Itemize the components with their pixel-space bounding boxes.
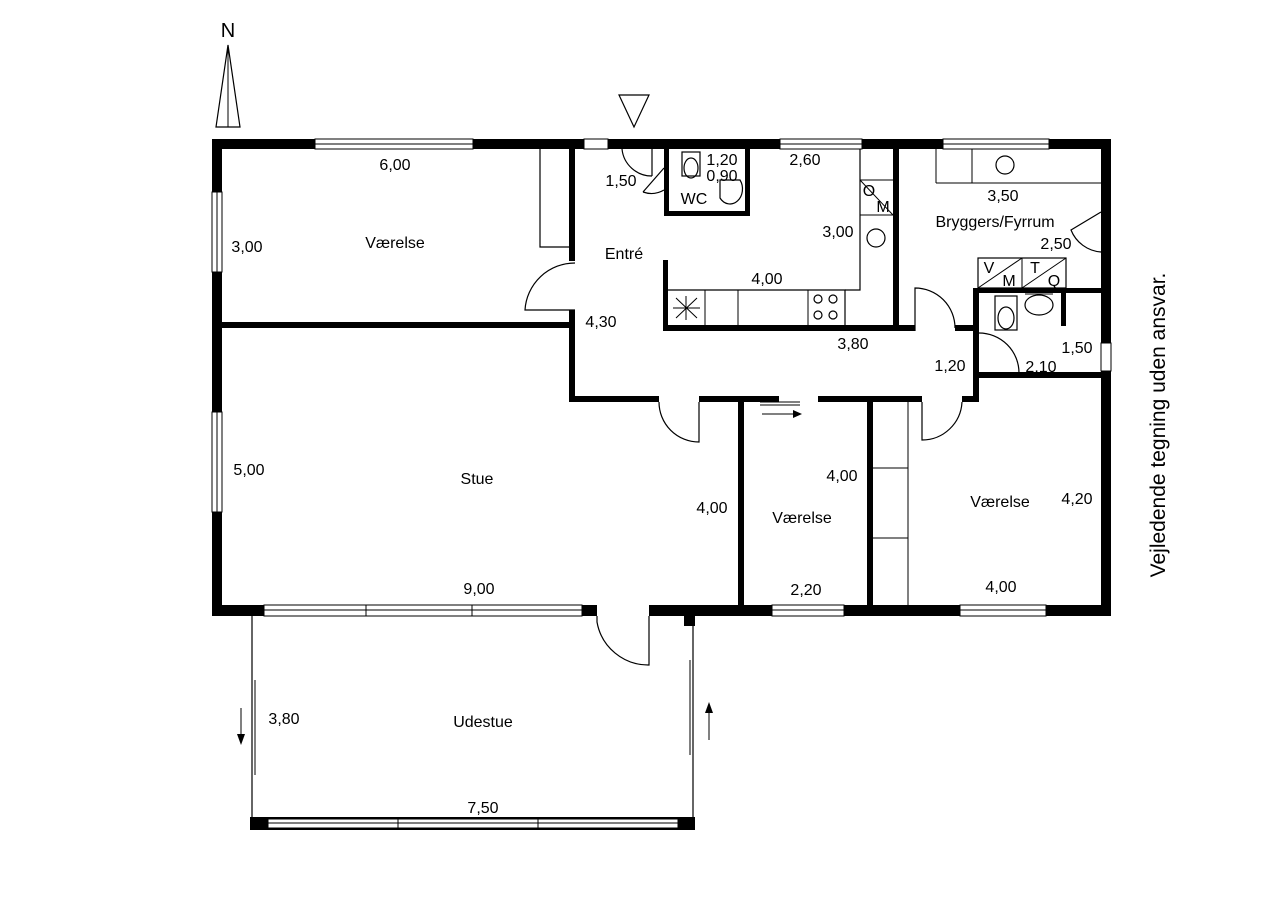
dimension-label: 4,30 bbox=[585, 314, 616, 331]
dimension-label: 1,20 bbox=[934, 358, 965, 375]
dimension-label: 2,20 bbox=[790, 582, 821, 599]
appliance-letter: M bbox=[1002, 273, 1015, 290]
slide-arrow-icon bbox=[762, 410, 802, 418]
windows bbox=[211, 138, 1112, 617]
room-label-vaerelse-nw: Værelse bbox=[365, 235, 425, 252]
interior-walls bbox=[212, 139, 1111, 611]
entrance-marker-icon bbox=[618, 94, 650, 129]
dimension-label: 0,90 bbox=[706, 168, 737, 185]
dimension-label: 3,80 bbox=[837, 336, 868, 353]
dimension-label: 4,00 bbox=[985, 579, 1016, 596]
dimension-label: 2,50 bbox=[1040, 236, 1071, 253]
dimension-label: 2,10 bbox=[1025, 359, 1056, 376]
dimension-label: 4,00 bbox=[751, 271, 782, 288]
dimension-label: 4,00 bbox=[826, 468, 857, 485]
dimension-label: 4,20 bbox=[1061, 491, 1092, 508]
room-label-stue: Stue bbox=[461, 471, 494, 488]
dimension-label: 1,50 bbox=[605, 173, 636, 190]
room-label-vaerelse-se: Værelse bbox=[970, 494, 1030, 511]
room-label-wc: WC bbox=[681, 191, 708, 208]
room-label-bryggers: Bryggers/Fyrrum bbox=[935, 214, 1054, 231]
appliance-letter: T bbox=[1030, 260, 1040, 277]
dimension-label: 3,00 bbox=[822, 224, 853, 241]
dimension-label: 1,20 bbox=[706, 152, 737, 169]
room-label-udestue: Udestue bbox=[453, 714, 513, 731]
appliance-letter: Q bbox=[1048, 273, 1060, 290]
doors bbox=[524, 148, 1102, 666]
slide-up-arrow-icon bbox=[705, 702, 713, 740]
appliance-letter: M bbox=[876, 199, 889, 216]
dimension-label: 3,00 bbox=[231, 239, 262, 256]
disclaimer-text: Vejledende tegning uden ansvar. bbox=[1147, 273, 1170, 578]
dimension-label: 2,60 bbox=[789, 152, 820, 169]
dimension-label: 5,00 bbox=[233, 462, 264, 479]
dimension-label: 9,00 bbox=[463, 581, 494, 598]
dimension-label: 4,00 bbox=[696, 500, 727, 517]
dimension-label: 3,50 bbox=[987, 188, 1018, 205]
dimension-label: 6,00 bbox=[379, 157, 410, 174]
dimension-label: 3,80 bbox=[268, 711, 299, 728]
north-label: N bbox=[221, 20, 235, 42]
room-label-vaerelse-mid: Værelse bbox=[772, 510, 832, 527]
fixtures bbox=[539, 149, 1101, 605]
appliance-letter: V bbox=[984, 260, 995, 277]
dimension-label: 7,50 bbox=[467, 800, 498, 817]
udestue-frame bbox=[250, 616, 695, 830]
north-arrow-icon bbox=[215, 44, 241, 128]
appliance-letter: O bbox=[863, 183, 875, 200]
slide-down-arrow-icon bbox=[237, 708, 245, 745]
room-label-entre: Entré bbox=[605, 246, 643, 263]
dimension-label: 1,50 bbox=[1061, 340, 1092, 357]
